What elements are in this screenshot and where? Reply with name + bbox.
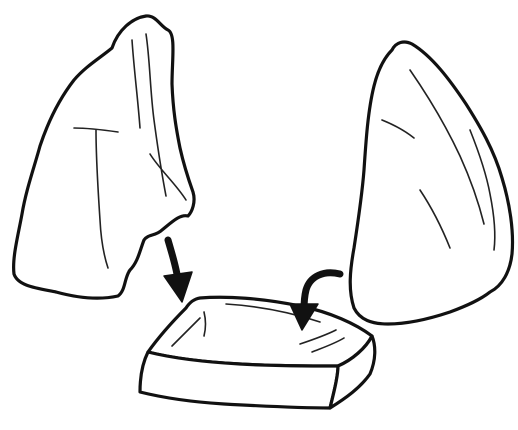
arrow-left-down — [164, 240, 192, 302]
base-cushion — [140, 297, 375, 408]
right-cover — [350, 42, 512, 324]
left-cover — [14, 16, 194, 298]
